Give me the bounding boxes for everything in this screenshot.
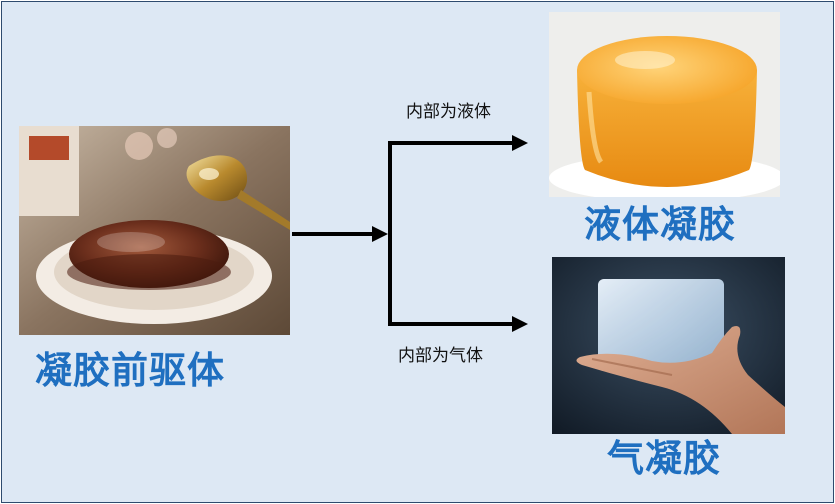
condition-gas-label: 内部为气体 (398, 346, 483, 366)
gel-precursor-photo (19, 126, 290, 335)
main-arrow-head (372, 226, 388, 242)
liquid-gel-photo (549, 12, 780, 197)
liquid-gel-label: 液体凝胶 (584, 203, 736, 246)
condition-liquid-label: 内部为液体 (406, 102, 491, 122)
aerogel-photo (552, 257, 785, 434)
aerogel-label: 气凝胶 (607, 437, 721, 480)
upper-arrow-head (512, 135, 528, 151)
lower-arrow-head (512, 316, 528, 332)
gel-precursor-label: 凝胶前驱体 (35, 349, 225, 392)
